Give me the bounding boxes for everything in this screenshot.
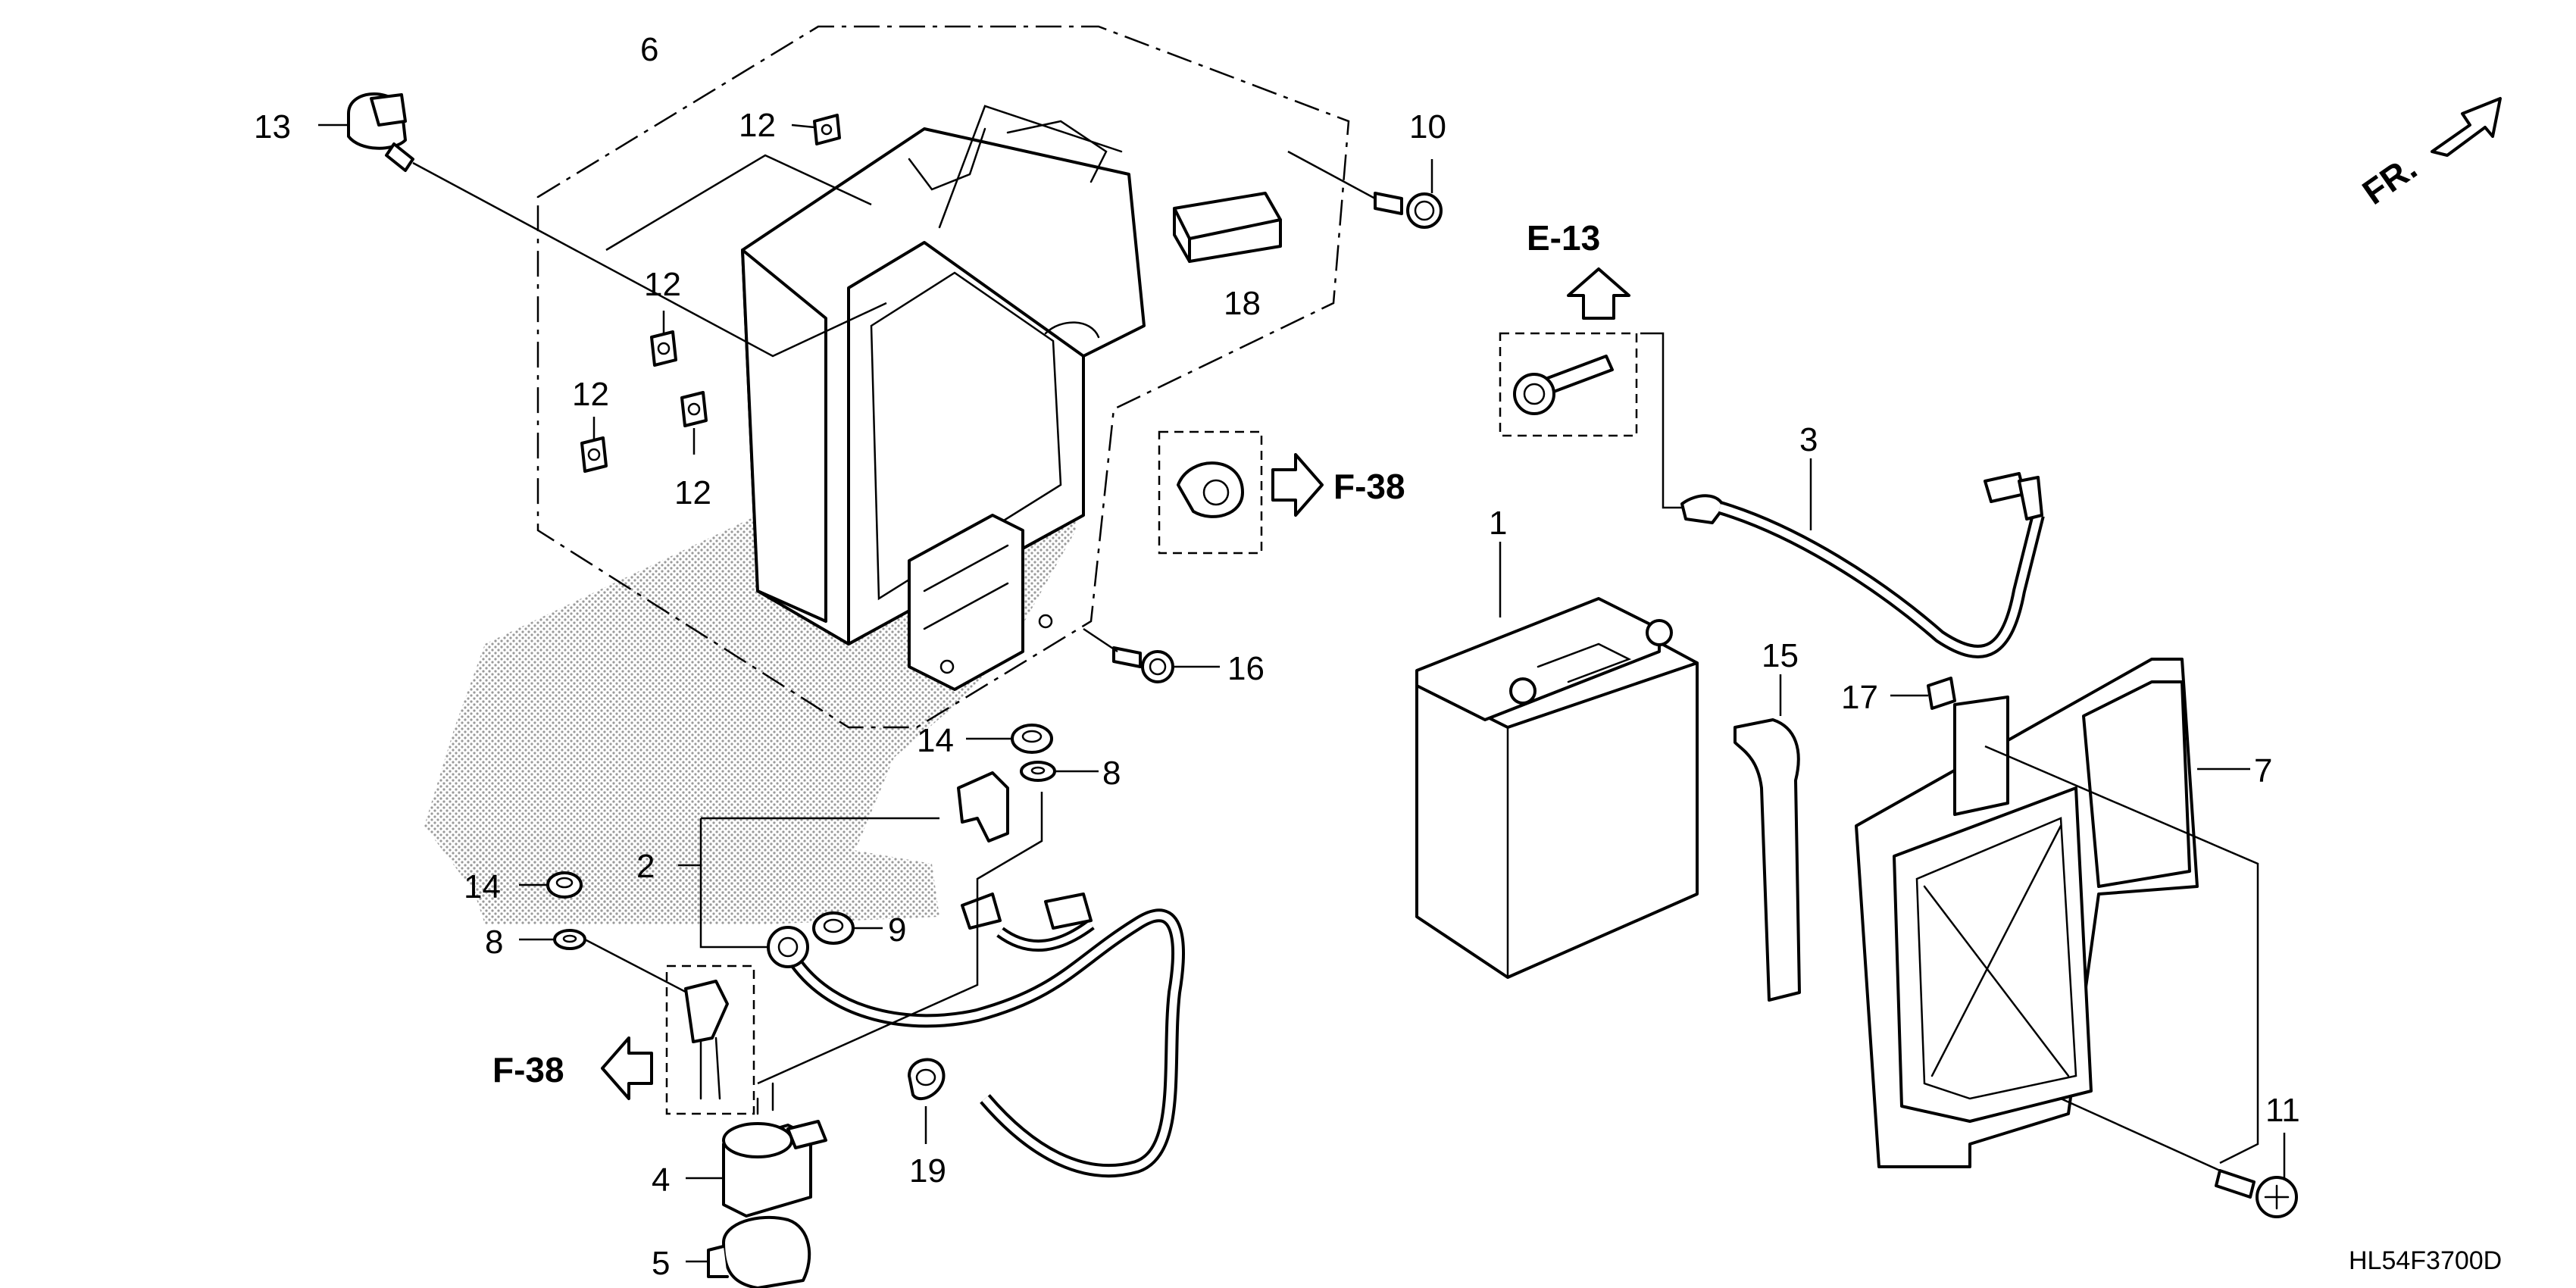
- part-15-strap: [1733, 718, 1801, 1002]
- callout-16: 16: [1227, 650, 1265, 687]
- part-19-clip: [908, 1058, 946, 1101]
- part-13-clamp: [347, 92, 414, 172]
- callout-7: 7: [2254, 752, 2272, 789]
- leader-13-box: [412, 161, 887, 358]
- e13-arrow: [1567, 267, 1630, 320]
- part-1-battery: [1415, 597, 1699, 979]
- part-8-washer-a: [1020, 761, 1056, 782]
- callout-14a: 14: [917, 722, 954, 759]
- f38-left-box: [665, 964, 755, 1115]
- f38-right-clamp: [1177, 461, 1244, 518]
- drawing-code: HL54F3700D: [2349, 1246, 2502, 1275]
- e13-bolt: [1513, 355, 1614, 415]
- ref-e13: E-13: [1527, 218, 1600, 258]
- leader-10-frame: [1287, 150, 1376, 200]
- leader-16-box: [1083, 627, 1118, 653]
- ref-f38-right: F-38: [1333, 467, 1405, 506]
- front-arrow-label: FR.: [2356, 148, 2424, 212]
- f38-left-arrow: [601, 1036, 653, 1100]
- f38-right-box: [1158, 430, 1263, 555]
- part-12-clip-b: [650, 330, 677, 367]
- callout-5: 5: [652, 1245, 670, 1282]
- callout-8a: 8: [1102, 755, 1121, 792]
- part-17-clip: [1927, 677, 1956, 710]
- part-4-relay: [722, 1082, 827, 1218]
- leader-6-box: [605, 154, 872, 252]
- front-arrow-icon: [2431, 97, 2502, 157]
- f38-left-connector: [684, 980, 729, 1100]
- callout-12c: 12: [674, 474, 711, 511]
- leader-12a: [791, 123, 815, 129]
- part-18-pad: [1173, 192, 1282, 263]
- part-7-tray: [1855, 658, 2199, 1168]
- shadow-area-lower: [455, 833, 939, 924]
- part-16-bolt: [1112, 646, 1174, 683]
- part-5-cover: [707, 1215, 811, 1288]
- callout-14b: 14: [464, 868, 501, 905]
- part-3-cable: [1640, 332, 2045, 658]
- part-8-washer-b: [553, 929, 586, 950]
- callout-2: 2: [636, 848, 655, 885]
- part-14-nut-a: [1011, 724, 1053, 754]
- callout-13: 13: [254, 108, 291, 145]
- callout-6: 6: [640, 31, 658, 68]
- part-2-cable: [767, 771, 1185, 1178]
- part-12-clip-d: [580, 436, 608, 473]
- callout-11: 11: [2265, 1092, 2300, 1129]
- part-10-bolt: [1374, 192, 1443, 229]
- callout-8b: 8: [485, 924, 503, 961]
- assembly-frame-6: [536, 25, 1350, 729]
- part-12-clip-a: [813, 114, 841, 145]
- callout-12b: 12: [644, 266, 681, 303]
- callout-12d: 12: [572, 376, 609, 413]
- callout-12a: 12: [739, 107, 776, 144]
- callout-9: 9: [888, 911, 906, 949]
- callout-17: 17: [1841, 679, 1878, 716]
- part-14-nut-b: [546, 871, 583, 899]
- callout-15: 15: [1762, 637, 1799, 674]
- f38-right-arrow: [1271, 453, 1324, 517]
- callout-1: 1: [1489, 505, 1507, 542]
- battery-box: [741, 105, 1146, 691]
- part-12-clip-c: [680, 391, 708, 427]
- leader-2: [678, 817, 939, 949]
- part-9-nut: [812, 911, 855, 945]
- leader-7-fastener-b: [2060, 1097, 2221, 1172]
- leader-7-fastener: [1984, 745, 2259, 1165]
- part-11-bolt: [2215, 1169, 2298, 1218]
- callout-10: 10: [1409, 108, 1446, 145]
- e13-box: [1499, 332, 1638, 437]
- callout-3: 3: [1799, 421, 1818, 458]
- callout-19: 19: [909, 1152, 946, 1190]
- callout-4: 4: [652, 1161, 670, 1199]
- leader-2-bracket: [757, 792, 1043, 1085]
- callout-18: 18: [1224, 285, 1261, 322]
- ref-f38-left: F-38: [492, 1050, 564, 1089]
